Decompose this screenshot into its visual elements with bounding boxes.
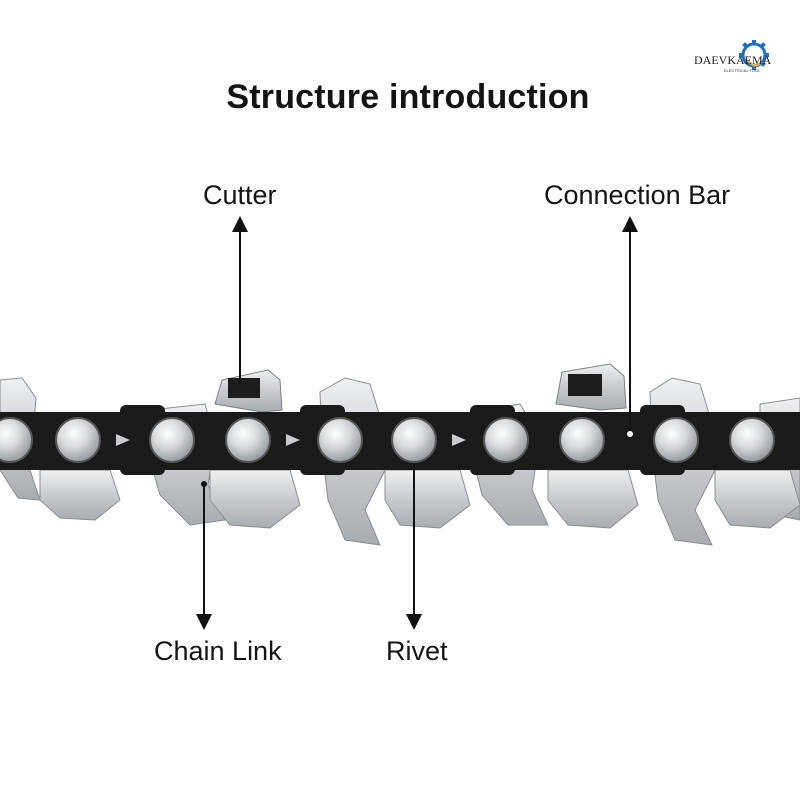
drive-links <box>39 469 800 529</box>
cutters <box>214 363 627 413</box>
label-chain-link: Chain Link <box>154 636 282 666</box>
page-title: Structure introduction <box>226 78 590 116</box>
label-cutter: Cutter <box>203 180 277 210</box>
label-connection-bar: Connection Bar <box>544 180 731 210</box>
gear-icon <box>739 40 769 70</box>
rivets <box>0 417 775 463</box>
brand-tagline: ELECTRICAL TOOL <box>724 68 761 73</box>
label-rivet: Rivet <box>386 636 448 666</box>
brand-logo: DAEVKAEMA ELECTRICAL TOOL <box>692 34 792 84</box>
brand-name: DAEVKAEMA <box>694 53 772 67</box>
direction-marks <box>116 434 466 446</box>
